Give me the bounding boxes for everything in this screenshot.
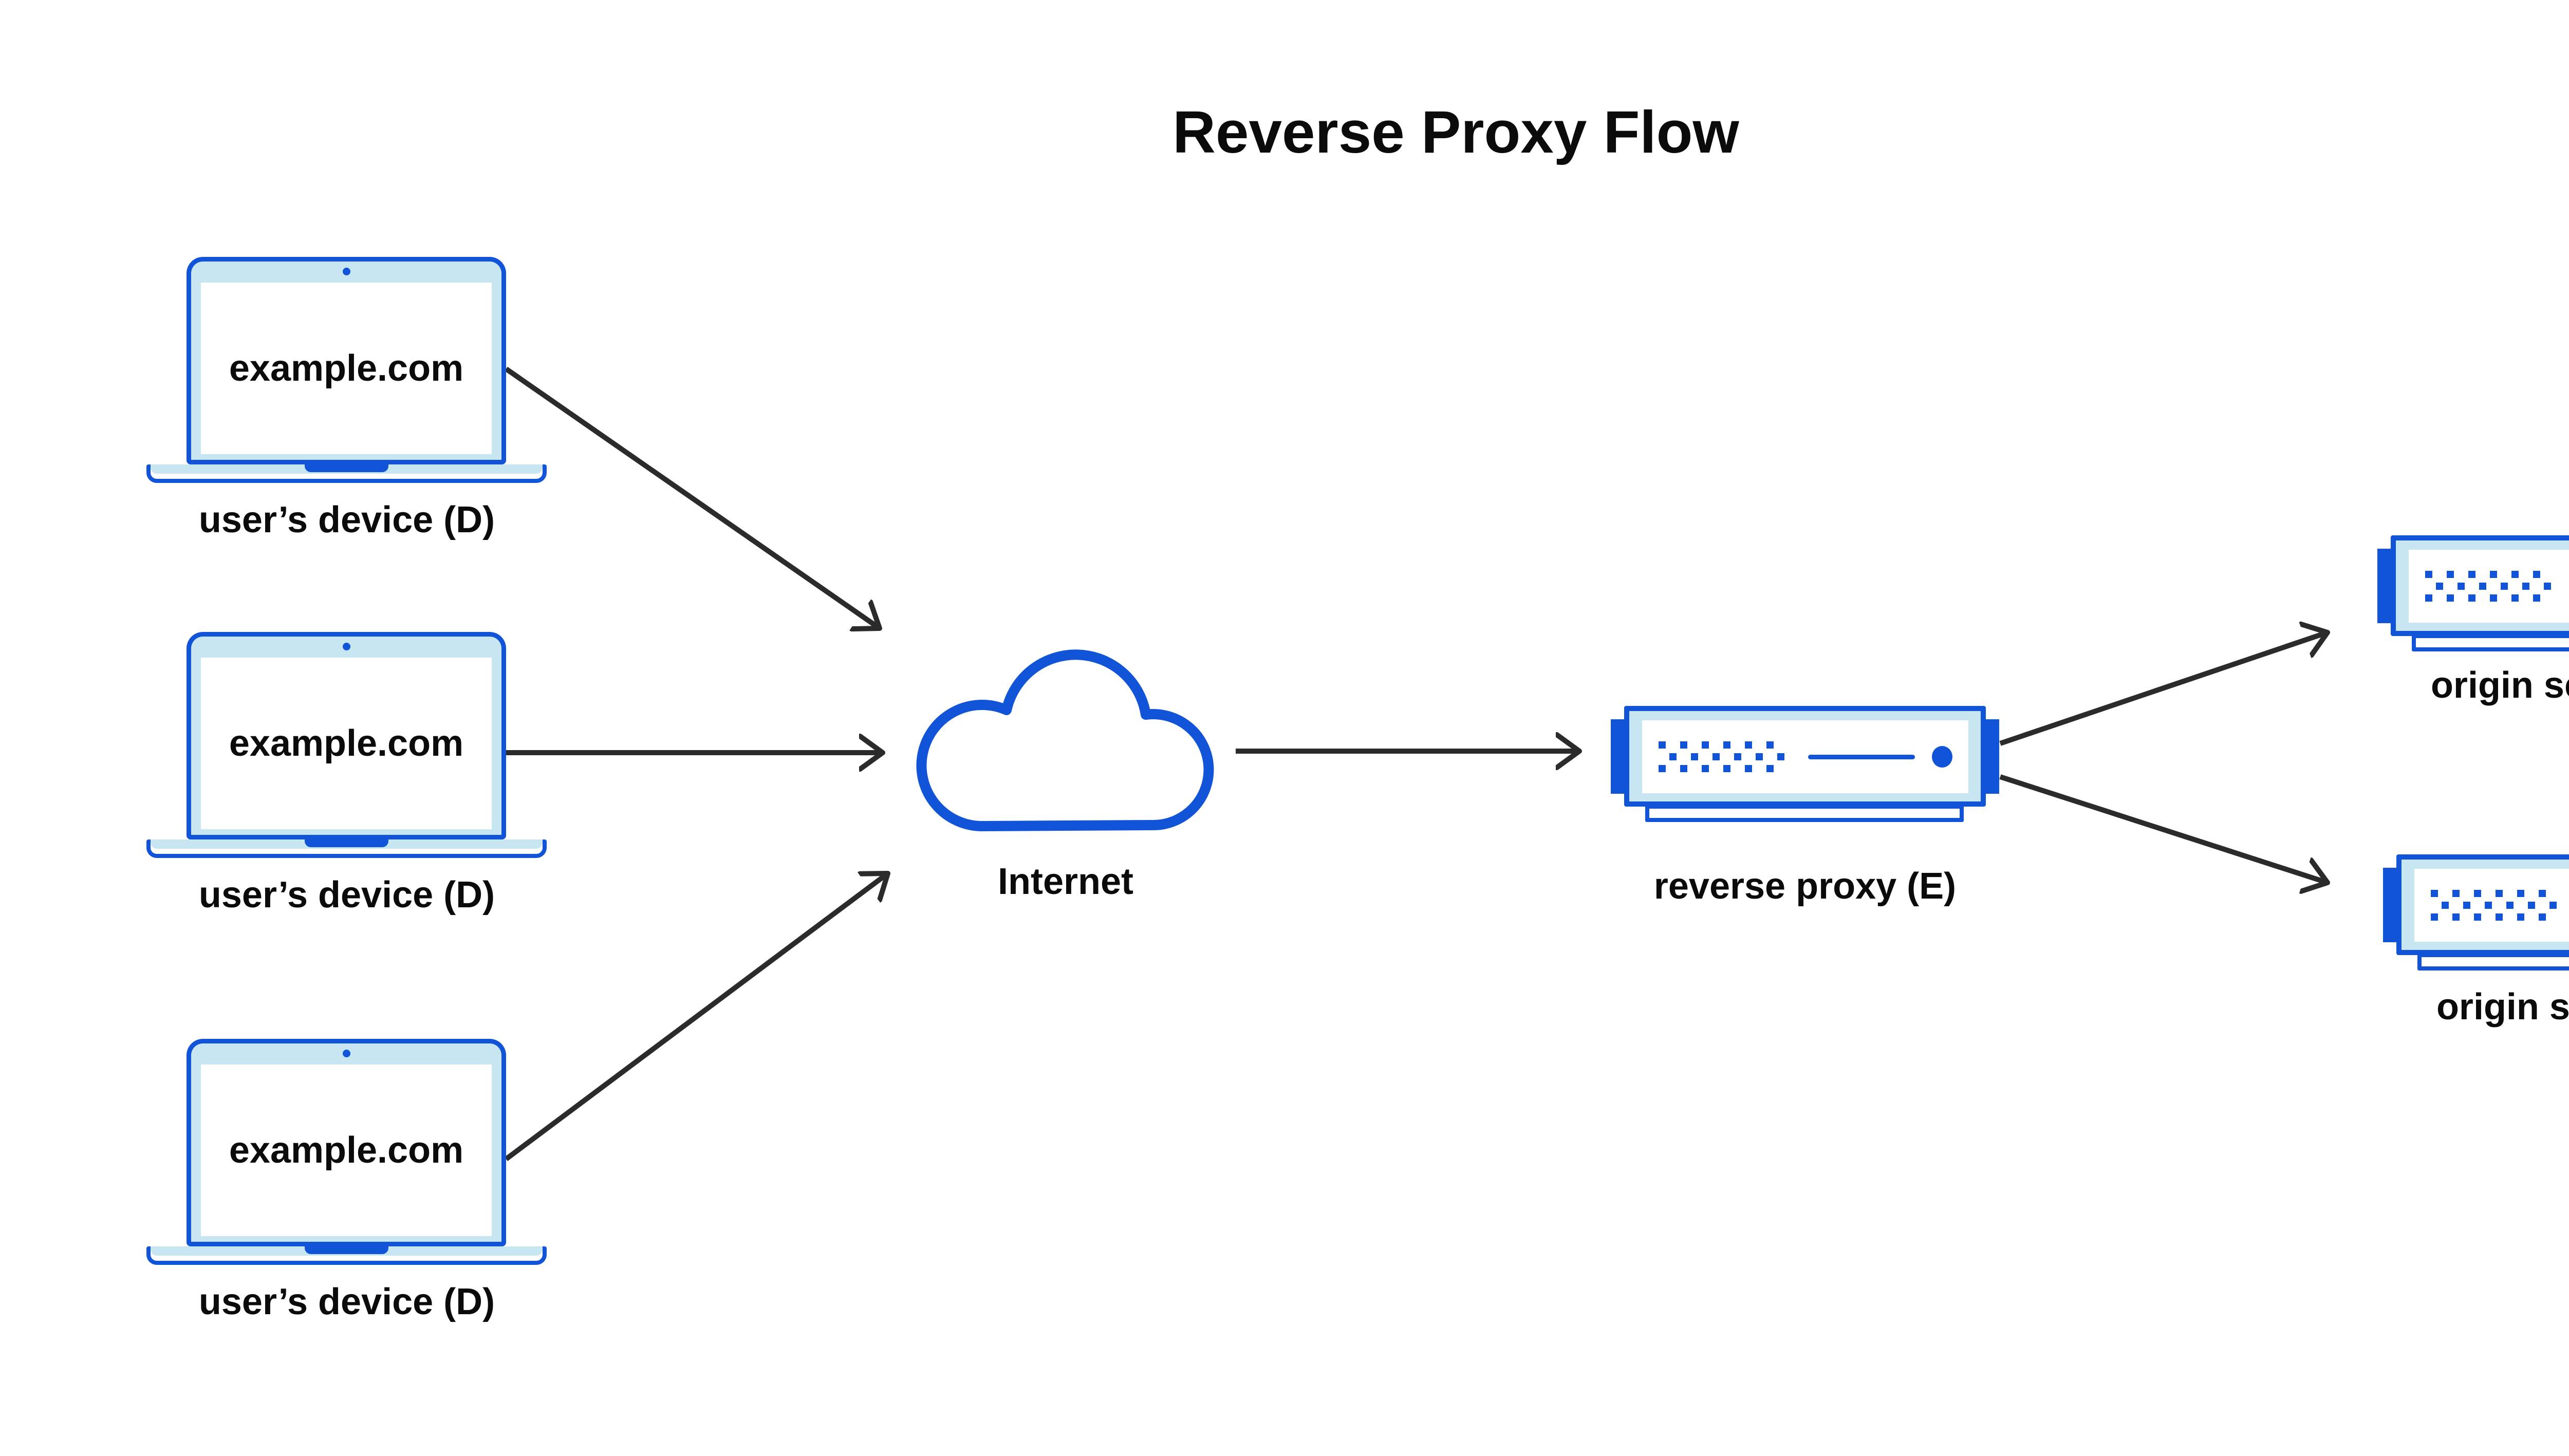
camera-dot-icon [343,1050,350,1057]
origin-server-node-2: origin server (F) [2383,854,2569,1070]
server-vent-dots [2442,902,2557,909]
reverse-proxy-label: reverse proxy (E) [1653,866,1957,907]
arrow-device3-to-internet [505,873,888,1162]
laptop-screen: example.com [201,1065,492,1236]
laptop-hinge-notch [305,839,388,847]
laptop-hinge-notch [305,1246,388,1254]
diagram-title: Reverse Proxy Flow [1172,99,1739,165]
device-label: user’s device (D) [198,499,495,540]
server-right-tab [1985,719,1999,794]
server-base [2412,634,2569,651]
user-device-node-2: example.com user’s device (D) [146,632,547,920]
laptop-hinge-notch [305,464,388,472]
server-vent-dots [2425,571,2540,578]
laptop-base [146,839,547,858]
arrow-proxy-to-origin1 [1999,632,2328,746]
server-left-tab [1611,719,1625,794]
user-device-node-3: example.com user’s device (D) [146,1039,547,1327]
server-slot-line [1808,755,1915,759]
server-left-tab [2383,868,2397,942]
internet-label: Internet [997,861,1134,902]
user-device-node-1: example.com user’s device (D) [146,257,547,545]
server-vent-dots [2436,583,2551,590]
arrow-device1-to-internet [505,366,880,628]
server-base [1645,805,1964,822]
server-vent-dots [1669,753,1784,760]
camera-dot-icon [343,643,350,650]
arrow-proxy-to-origin2 [1999,774,2328,883]
screen-url-text: example.com [229,723,464,764]
internet-cloud-icon [916,649,1214,832]
server-vent-dots [2425,594,2540,602]
reverse-proxy-node: reverse proxy (E) [1611,706,1999,922]
screen-url-text: example.com [229,348,464,389]
origin-server-label: origin server (F) [2436,986,2569,1028]
server-left-tab [2377,549,2391,623]
laptop-screen: example.com [201,658,492,829]
server-power-dot [1932,746,1952,768]
camera-dot-icon [343,268,350,275]
laptop-screen: example.com [201,283,492,454]
server-vent-dots [1659,765,1774,772]
device-label: user’s device (D) [198,874,495,916]
origin-server-label: origin server (F) [2430,665,2569,706]
server-base [2417,953,2569,970]
server-vent-dots [1659,741,1774,749]
server-vent-dots [2431,913,2546,921]
device-label: user’s device (D) [198,1281,495,1322]
origin-server-node-1: origin server (F) [2377,535,2569,751]
server-vent-dots [2431,890,2546,897]
screen-url-text: example.com [229,1130,464,1171]
